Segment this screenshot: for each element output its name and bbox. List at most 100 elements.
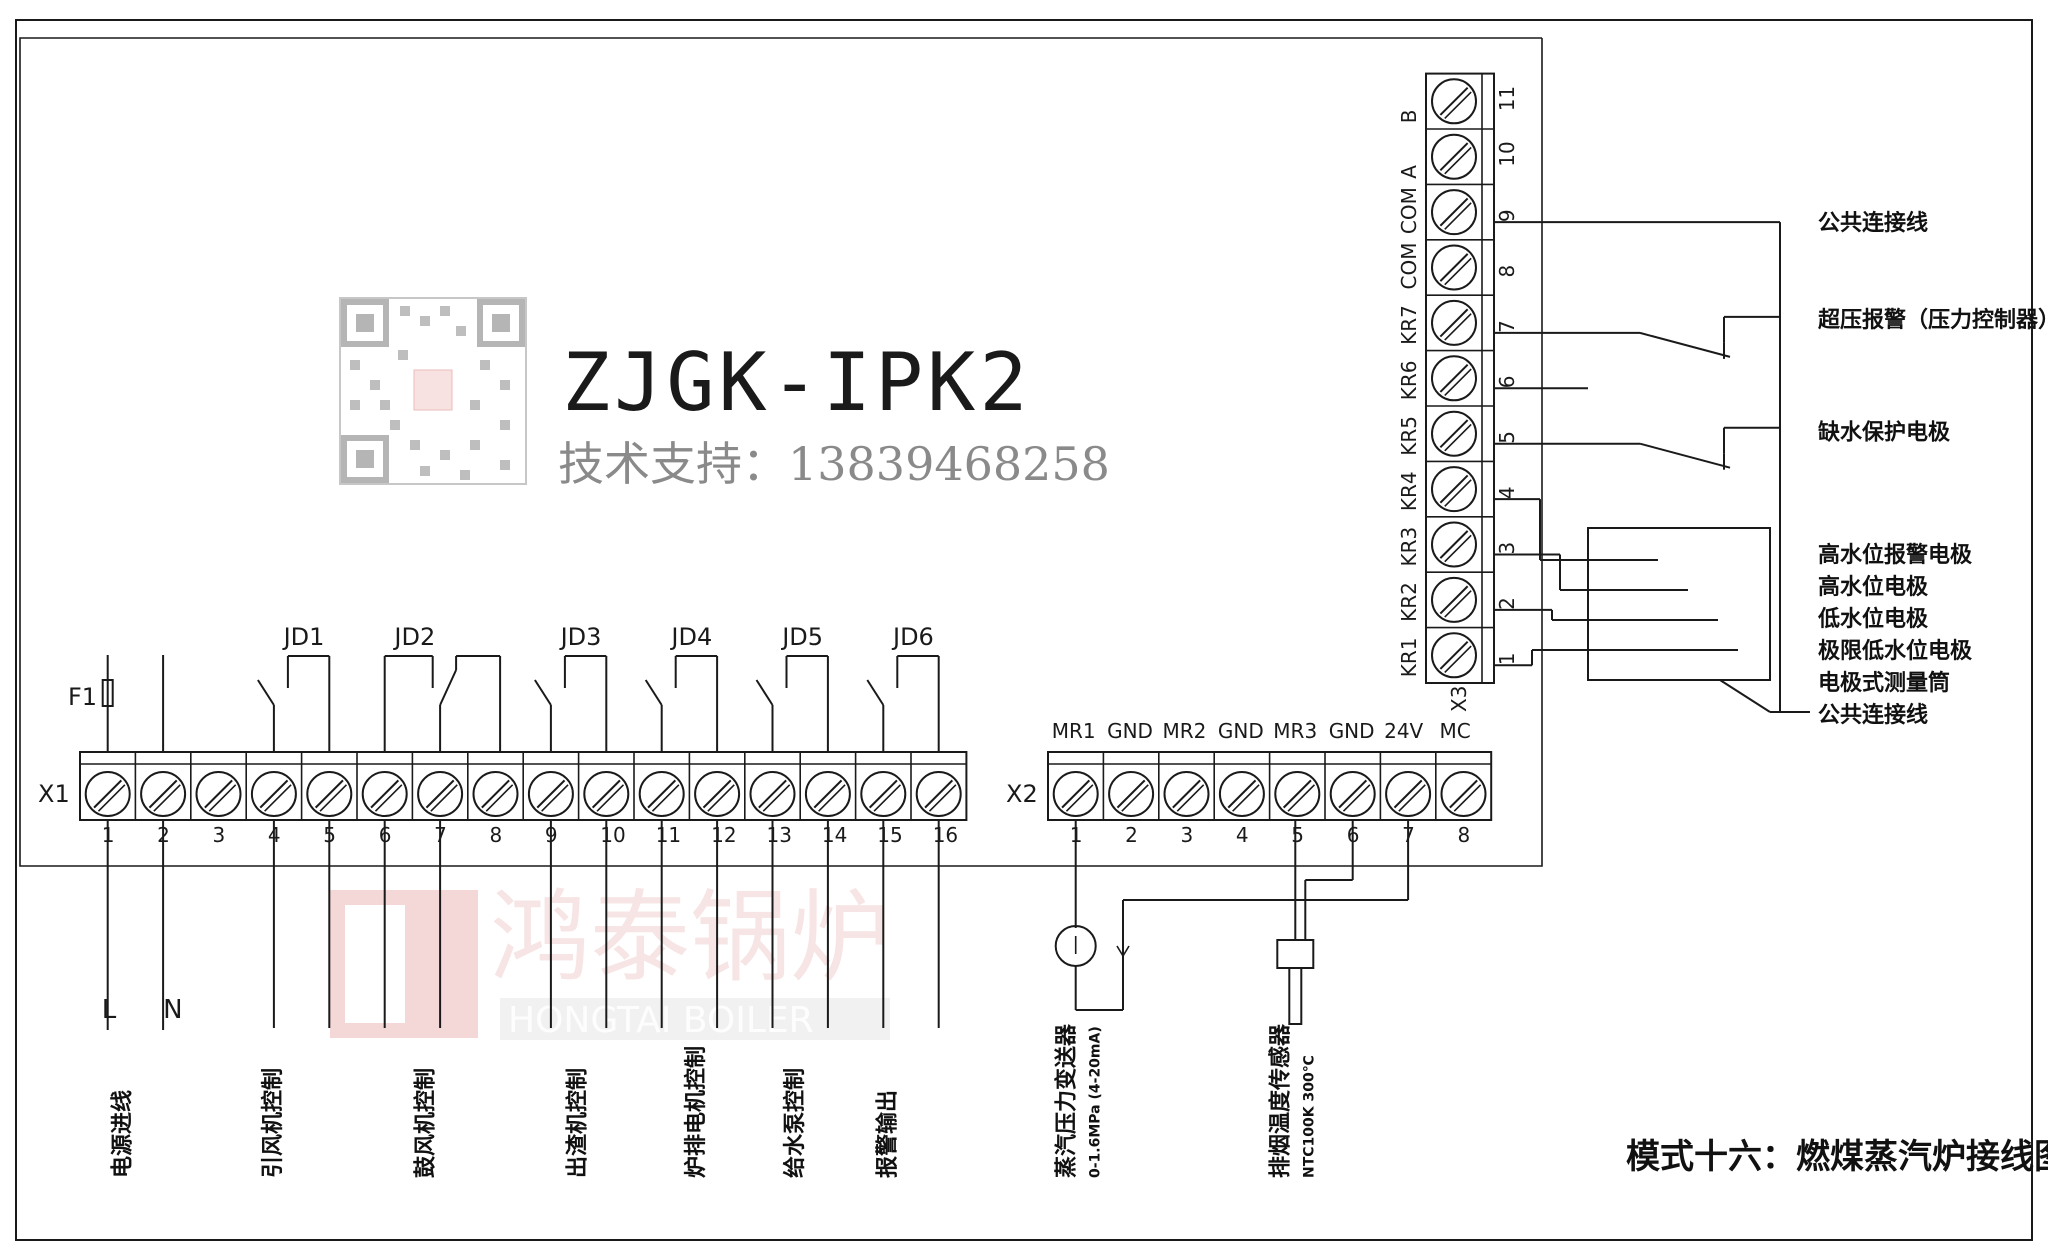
x2-screw-4-slot2 xyxy=(1232,784,1260,812)
x3-screw-11-slot2 xyxy=(1444,91,1472,120)
terminal-block-x2: 1MR12GND3MR24GND5MR36GND724V8MCX2蒸汽压力变送器… xyxy=(1006,719,1493,1178)
x3-screw-3-slot2 xyxy=(1444,534,1472,563)
x2-screw-8-slot xyxy=(1449,779,1478,809)
temp-sensor-spec: NTC100K 300℃ xyxy=(1301,1055,1317,1178)
x1-screw-13-slot xyxy=(758,779,787,809)
x2-terminal-name: GND xyxy=(1329,719,1375,743)
x3-terminal-name: COM xyxy=(1397,243,1421,290)
x3-screw-5-slot xyxy=(1439,419,1469,449)
relay-label-3: JD3 xyxy=(559,623,602,651)
x3-terminal-number: 9 xyxy=(1495,209,1519,222)
relay-label-4: JD4 xyxy=(669,623,712,651)
x1-terminal-number: 16 xyxy=(933,823,958,847)
x1-screw-4-slot2 xyxy=(264,784,292,812)
label-electrode-3: 低水位电极 xyxy=(1817,606,1929,632)
x2-terminal-name: MR1 xyxy=(1052,719,1096,743)
x3-screw-8-slot xyxy=(1439,253,1469,282)
relay-contact-arm xyxy=(439,669,458,706)
label-electrode-5: 电极式测量筒 xyxy=(1818,670,1950,696)
relay-label-6: JD6 xyxy=(891,623,934,651)
x2-screw-3-slot2 xyxy=(1176,784,1205,812)
x1-screw-15-slot2 xyxy=(873,784,902,812)
x2-screw-6 xyxy=(1329,771,1376,817)
x3-screw-2-slot2 xyxy=(1444,590,1472,618)
x3-screw-4 xyxy=(1431,466,1477,513)
x3-screw-9 xyxy=(1431,189,1477,236)
x1-screw-6 xyxy=(361,771,408,817)
temp-sensor-name: 排烟温度传感器 xyxy=(1267,1023,1293,1178)
x2-screw-1-slot2 xyxy=(1065,784,1094,812)
x3-screw-8 xyxy=(1431,244,1477,291)
x1-terminal-number: 13 xyxy=(767,823,792,847)
x1-screw-15 xyxy=(860,771,907,817)
x2-terminal-name: 24V xyxy=(1384,719,1423,743)
x1-screw-3-slot xyxy=(204,779,233,809)
x1-screw-14-slot xyxy=(813,779,843,809)
x2-screw-7-slot2 xyxy=(1398,784,1426,812)
x2-terminal-name: GND xyxy=(1107,719,1153,743)
x2-screw-2-slot xyxy=(1116,779,1146,809)
x3-terminal-name: COM xyxy=(1397,187,1421,234)
x1-screw-7 xyxy=(417,771,464,817)
x2-terminal-number: 5 xyxy=(1291,823,1304,847)
support-phone: 技术支持：13839468258 xyxy=(558,437,1110,491)
low-water-switch-arm xyxy=(1639,442,1731,469)
qr-code xyxy=(339,297,527,485)
x1-screw-13-slot2 xyxy=(762,784,791,812)
x1-screw-3-slot2 xyxy=(208,784,237,812)
label-electrode-1: 高水位报警电极 xyxy=(1818,542,1973,568)
x1-screw-8 xyxy=(472,771,519,817)
x3-terminal-number: 3 xyxy=(1495,542,1519,555)
x2-terminal-name: MR3 xyxy=(1273,719,1317,743)
x1-output-label-2: 引风机控制 xyxy=(260,1068,286,1178)
x1-screw-8-slot xyxy=(481,779,510,809)
x3-terminal-number: 5 xyxy=(1495,431,1519,444)
x2-screw-2 xyxy=(1108,771,1155,817)
x3-screw-7-slot2 xyxy=(1444,313,1472,341)
x2-terminal-number: 4 xyxy=(1236,823,1249,847)
x3-terminal-number: 6 xyxy=(1495,376,1519,389)
x2-screw-8-slot2 xyxy=(1453,784,1482,812)
x2-terminal-number: 2 xyxy=(1125,823,1138,847)
x1-output-label-4: 出渣机控制 xyxy=(564,1068,590,1178)
x1-output-label-3: 鼓风机控制 xyxy=(413,1068,439,1178)
x2-screw-6-slot xyxy=(1338,779,1368,809)
x1-screw-2 xyxy=(140,771,187,817)
x1-screw-7-slot2 xyxy=(430,784,458,812)
x3-terminal-name: KR6 xyxy=(1397,361,1421,401)
x3-terminal-number: 11 xyxy=(1495,86,1519,111)
x1-output-label-7: 报警输出 xyxy=(875,1090,901,1178)
x1-screw-10-slot2 xyxy=(596,784,625,812)
x3-terminal-name: KR2 xyxy=(1397,582,1421,622)
x2-screw-1-slot xyxy=(1061,779,1091,809)
x3-screw-5 xyxy=(1431,410,1477,457)
x3-screw-9-slot2 xyxy=(1444,202,1472,230)
x2-screw-5-slot xyxy=(1282,779,1312,809)
x1-output-label-6: 给水泵控制 xyxy=(782,1068,808,1178)
x2-screw-5 xyxy=(1274,771,1321,817)
x2-screw-6-slot2 xyxy=(1342,784,1371,812)
x3-screw-10 xyxy=(1431,133,1477,180)
label-low-water: 缺水保护电极 xyxy=(1818,420,1951,446)
x3-screw-7-slot xyxy=(1439,308,1469,338)
x1-screw-6-slot2 xyxy=(374,784,403,812)
x3-screw-11 xyxy=(1431,78,1477,125)
x3-screw-2-slot xyxy=(1439,585,1469,615)
x2-screw-7-slot xyxy=(1393,779,1423,809)
x1-screw-3 xyxy=(195,771,242,817)
x1-screw-11-slot xyxy=(647,779,677,809)
x1-screw-9-slot2 xyxy=(541,784,569,812)
x3-label: X3 xyxy=(1447,686,1471,712)
watermark-cn: 鸿泰锅炉 xyxy=(490,879,890,996)
x3-screw-1-slot2 xyxy=(1444,645,1472,674)
diagram-title: 模式十六：燃煤蒸汽炉接线图 xyxy=(1626,1137,2048,1177)
overpressure-switch-arm xyxy=(1639,331,1731,358)
relay-label-2: JD2 xyxy=(392,623,435,651)
x3-terminal-name: KR4 xyxy=(1397,471,1421,511)
x3-terminal-name: B xyxy=(1397,110,1421,124)
x1-screw-1 xyxy=(84,771,131,817)
relay-contact-arm xyxy=(866,679,885,706)
x1-screw-1-slot xyxy=(93,779,123,809)
x2-screw-4 xyxy=(1218,771,1265,817)
pressure-arrow-head xyxy=(1116,945,1130,958)
